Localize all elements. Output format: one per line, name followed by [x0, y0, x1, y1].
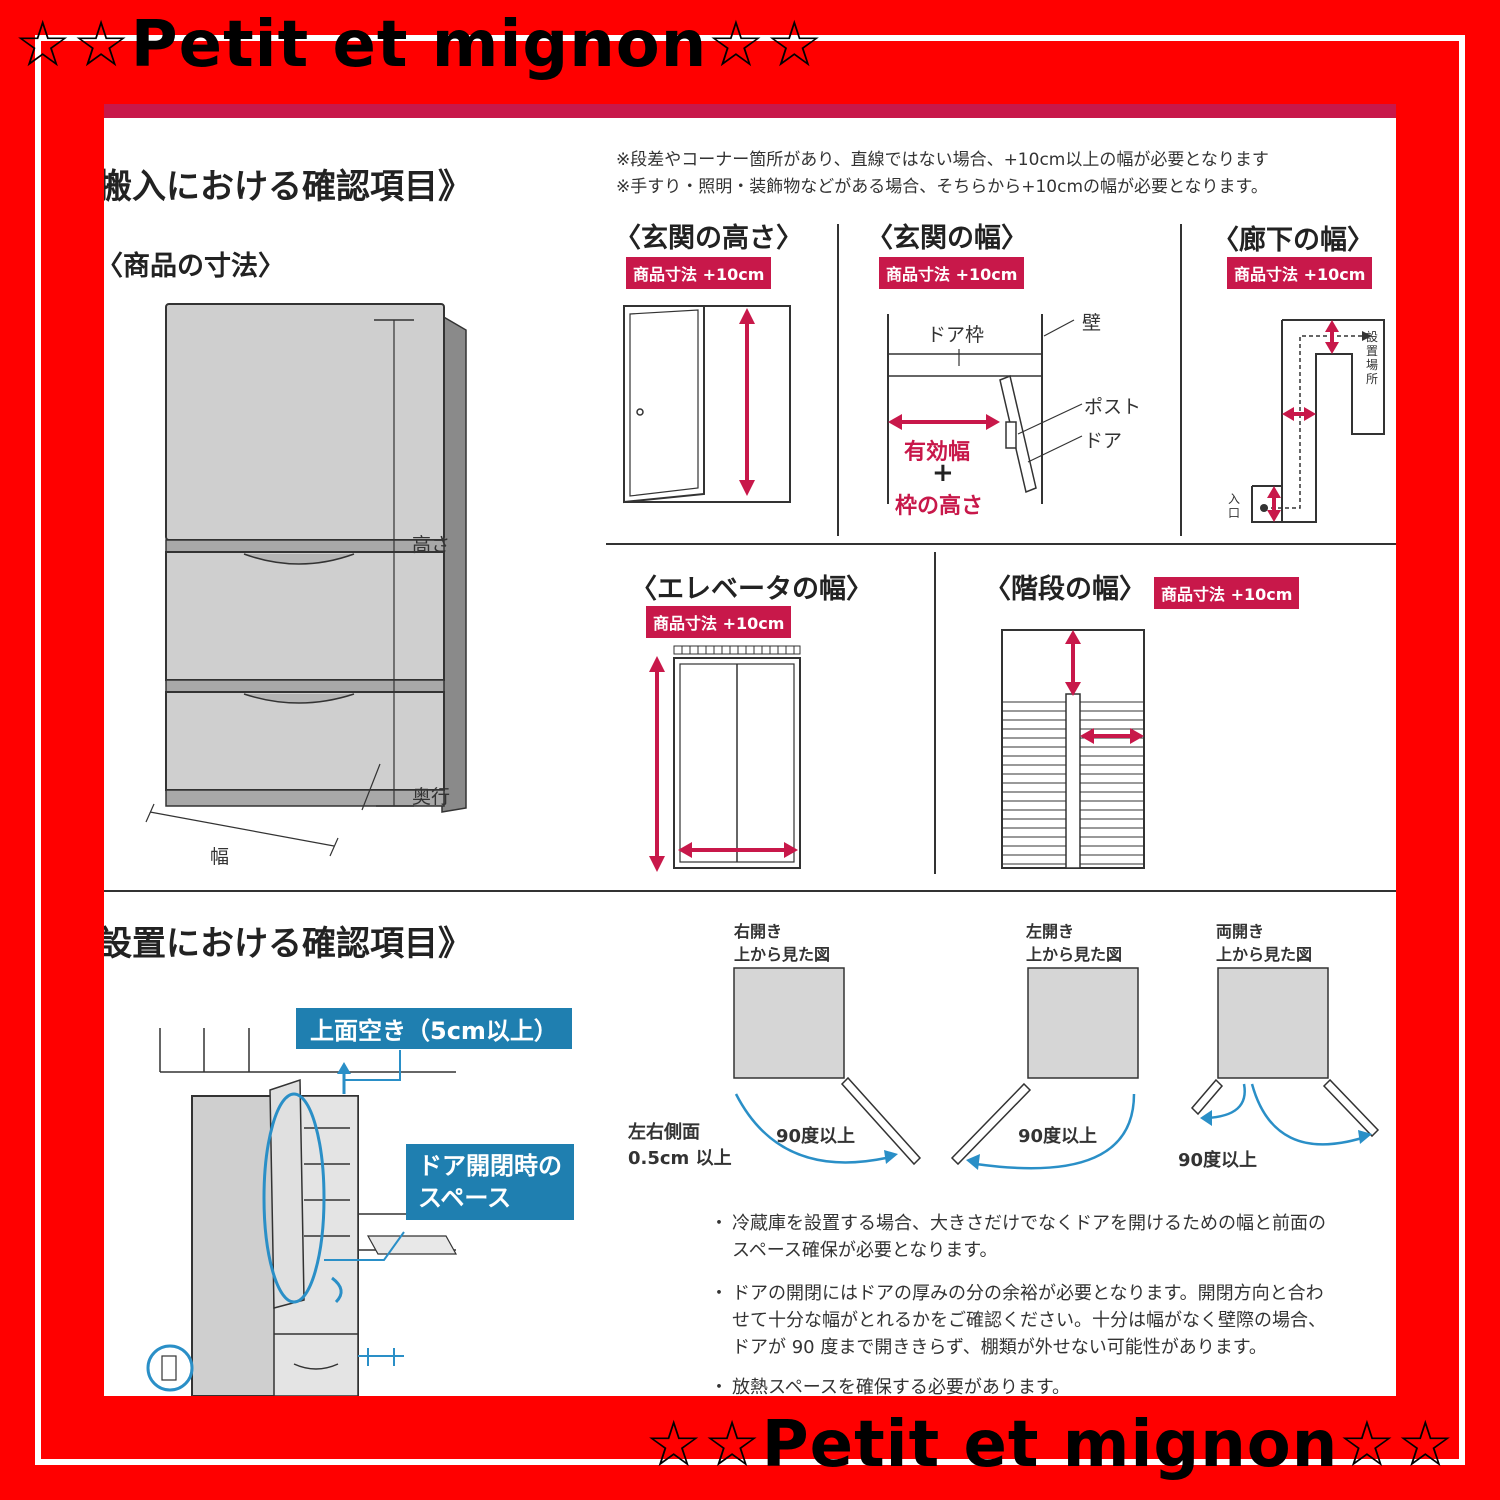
- entrance-label: 入口: [1228, 492, 1241, 520]
- hallway-width-tag: 商品寸法 +10cm: [1227, 257, 1373, 289]
- entrance-height-title: 〈玄関の高さ〉: [614, 223, 803, 254]
- frame-stripe: [35, 35, 1465, 1465]
- fridge-illustration: [145, 303, 467, 857]
- elevator-width-tag: 商品寸法 +10cm: [646, 606, 792, 638]
- view-left-angle: 90度以上: [1018, 1126, 1098, 1147]
- entrance-width-tag: 商品寸法 +10cm: [879, 257, 1025, 289]
- install-illustration: [146, 1028, 458, 1396]
- stairs-width-title: 〈階段の幅〉: [984, 574, 1146, 605]
- width-label: 幅: [210, 846, 230, 868]
- elevator-diagram: [649, 645, 801, 872]
- watermark-banner-top: ☆☆Petit et mignon☆☆: [14, 8, 825, 82]
- bullet-3: ・ 放熱スペースを確保する必要があります。: [710, 1374, 1380, 1396]
- note-2: ※手すり・照明・装飾物などがある場合、そちらから+10cmの幅が必要となります。: [616, 177, 1268, 197]
- bullet-1-line-1: 冷蔵庫を設置する場合、大きさだけでなくドアを開けるための幅と前面の: [732, 1213, 1326, 1234]
- side-clearance-line-1: 左右側面: [628, 1122, 700, 1143]
- side-clearance-line-2: 0.5cm 以上: [628, 1148, 732, 1169]
- bullet-1: ・ 冷蔵庫を設置する場合、大きさだけでなくドアを開けるための幅と前面の スペース…: [710, 1210, 1380, 1264]
- view-double-angle: 90度以上: [1178, 1150, 1258, 1171]
- accent-bar: [104, 104, 1396, 118]
- stairs-diagram: [1001, 629, 1145, 869]
- note-1: ※段差やコーナー箇所があり、直線ではない場合、+10cm以上の幅が必要となります: [616, 150, 1269, 170]
- watermark-banner-bottom: ☆☆Petit et mignon☆☆: [645, 1408, 1456, 1482]
- product-size-title: 〈商品の寸法〉: [104, 251, 285, 282]
- view-right-title: 右開き: [734, 922, 783, 941]
- door-space-label: ドア開閉時の スペース: [406, 1144, 574, 1220]
- divider: [104, 890, 1396, 892]
- hallway-diagram: [1251, 319, 1385, 523]
- hallway-width-title: 〈廊下の幅〉: [1212, 225, 1374, 256]
- door-space-line-1: ドア開閉時の: [418, 1152, 562, 1180]
- divider: [606, 543, 1396, 545]
- view-double-subtitle: 上から見た図: [1216, 945, 1313, 964]
- door-label: ドア: [1084, 430, 1123, 452]
- plus-sign: +: [932, 458, 954, 488]
- bullet-3-line-1: 放熱スペースを確保する必要があります。: [732, 1377, 1071, 1396]
- door-frame-label: ドア枠: [927, 324, 985, 346]
- view-left-title: 左開き: [1026, 922, 1075, 941]
- depth-label: 奥行: [412, 786, 451, 808]
- view-double-title: 両開き: [1216, 922, 1265, 941]
- stairs-width-tag: 商品寸法 +10cm: [1154, 577, 1300, 609]
- entrance-width-diagram: [887, 314, 1083, 504]
- top-clearance-label: 上面空き（5cm以上）: [296, 1008, 572, 1049]
- post-label: ポスト: [1084, 396, 1142, 418]
- entrance-height-tag: 商品寸法 +10cm: [626, 257, 772, 289]
- view-right-subtitle: 上から見た図: [734, 945, 831, 964]
- content-panel: 搬入における確認項目》 ※段差やコーナー箇所があり、直線ではない場合、+10cm…: [104, 104, 1396, 1396]
- effective-width-label: 有効幅: [904, 440, 971, 465]
- height-label: 高さ: [412, 534, 451, 556]
- carry-in-heading: 搬入における確認項目》: [104, 167, 472, 207]
- bullet-2-line-3: ドアが 90 度まで開ききらず、棚類が外せない可能性があります。: [732, 1337, 1267, 1358]
- wall-label: 壁: [1082, 312, 1102, 334]
- divider: [1180, 224, 1182, 536]
- door-space-line-2: スペース: [418, 1184, 512, 1212]
- entrance-width-title: 〈玄関の幅〉: [866, 223, 1028, 254]
- divider: [837, 224, 839, 536]
- view-left-subtitle: 上から見た図: [1026, 945, 1123, 964]
- entrance-height-diagram: [623, 305, 791, 504]
- bullet-2-line-1: ドアの開閉にはドアの厚みの分の余裕が必要となります。開閉方向と合わ: [732, 1283, 1324, 1304]
- frame-height-label: 枠の高さ: [895, 494, 984, 519]
- side-clearance-label: 左右側面 0.5cm 以上: [628, 1120, 732, 1172]
- door-swing-diagrams: [733, 967, 1380, 1170]
- bullet-2: ・ ドアの開閉にはドアの厚みの分の余裕が必要となります。開閉方向と合わ せて十分…: [710, 1280, 1380, 1361]
- bullet-2-line-2: せて十分な幅がとれるかをご確認ください。十分は幅がなく壁際の場合、: [732, 1310, 1326, 1331]
- view-right-angle: 90度以上: [776, 1126, 856, 1147]
- bullet-1-line-2: スペース確保が必要となります。: [732, 1240, 998, 1261]
- install-place-label: 設置場所: [1366, 330, 1379, 386]
- elevator-width-title: 〈エレベータの幅〉: [630, 574, 873, 605]
- install-heading: 設置における確認項目》: [104, 924, 472, 964]
- divider: [934, 552, 936, 874]
